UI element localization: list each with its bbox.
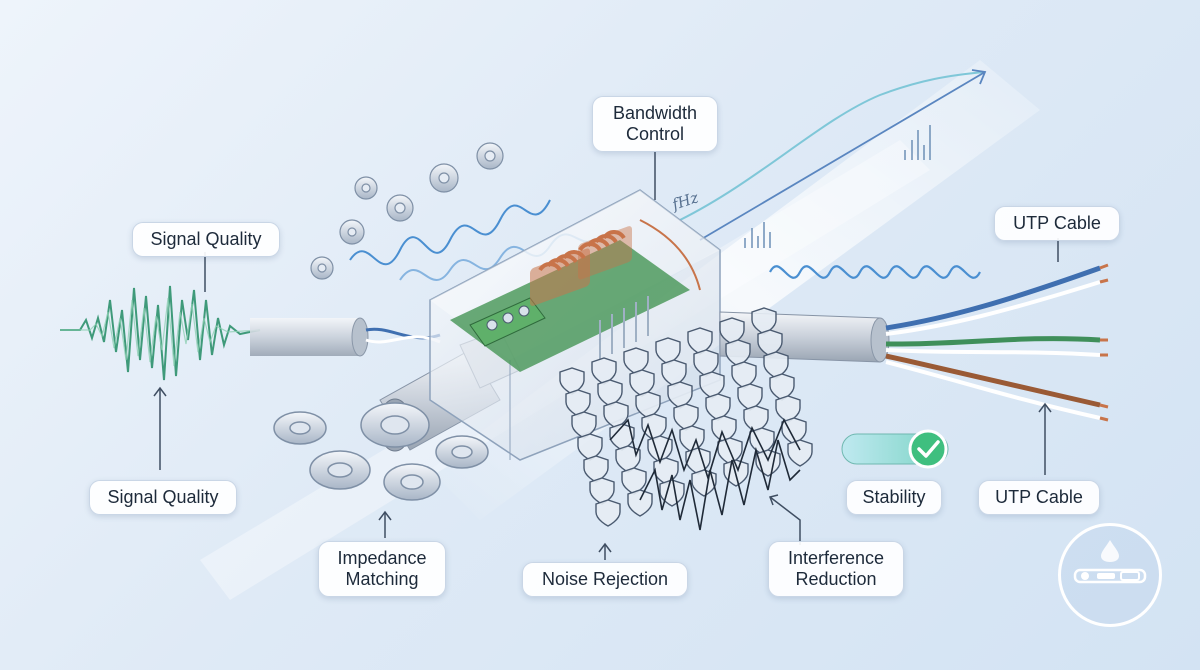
callout-text: Stability <box>862 487 926 507</box>
callout-utp-cable-bottom: UTP Cable <box>978 480 1100 515</box>
callout-utp-cable-top: UTP Cable <box>994 206 1120 241</box>
callout-text-line1: Bandwidth <box>612 103 698 123</box>
shield-icon <box>659 479 685 507</box>
right-cable <box>719 263 1109 422</box>
callout-text-line1: Interference <box>787 548 885 568</box>
shield-icon <box>595 499 621 527</box>
watermark-logo <box>1058 523 1162 627</box>
signal-waveform <box>60 285 261 381</box>
callout-bandwidth-control: Bandwidth Control <box>592 96 718 152</box>
shield-icon <box>559 307 813 527</box>
shield-icon <box>787 439 813 467</box>
shield-icon <box>691 469 717 497</box>
arrow-up-icon <box>699 69 987 241</box>
stability-toggle <box>841 429 949 469</box>
callout-text: Signal Quality <box>107 487 219 507</box>
callout-stability: Stability <box>846 480 942 515</box>
callout-text-line2: Matching <box>345 569 419 589</box>
callout-noise-rejection: Noise Rejection <box>522 562 688 597</box>
callout-interference-reduction: Interference Reduction <box>768 541 904 597</box>
interference-noise <box>609 418 801 531</box>
callout-text: Noise Rejection <box>541 569 669 589</box>
callout-text-line1: Impedance <box>337 548 427 568</box>
check-icon <box>917 440 940 458</box>
callout-signal-quality-bottom: Signal Quality <box>89 480 237 515</box>
leader-lines <box>153 152 1059 560</box>
callout-impedance-matching: Impedance Matching <box>318 541 446 597</box>
callout-signal-quality-top: Signal Quality <box>132 222 280 257</box>
callout-text-line2: Reduction <box>795 569 877 589</box>
left-cable <box>250 317 441 357</box>
callout-text: UTP Cable <box>995 487 1083 507</box>
impedance-gears <box>273 402 489 501</box>
callout-text-line2: Control <box>625 124 685 144</box>
shield-icon <box>627 489 653 517</box>
sine-wave-right <box>769 265 981 279</box>
callout-text: UTP Cable <box>1013 213 1101 233</box>
callout-text: Signal Quality <box>150 229 262 249</box>
gear-icon <box>310 142 504 280</box>
